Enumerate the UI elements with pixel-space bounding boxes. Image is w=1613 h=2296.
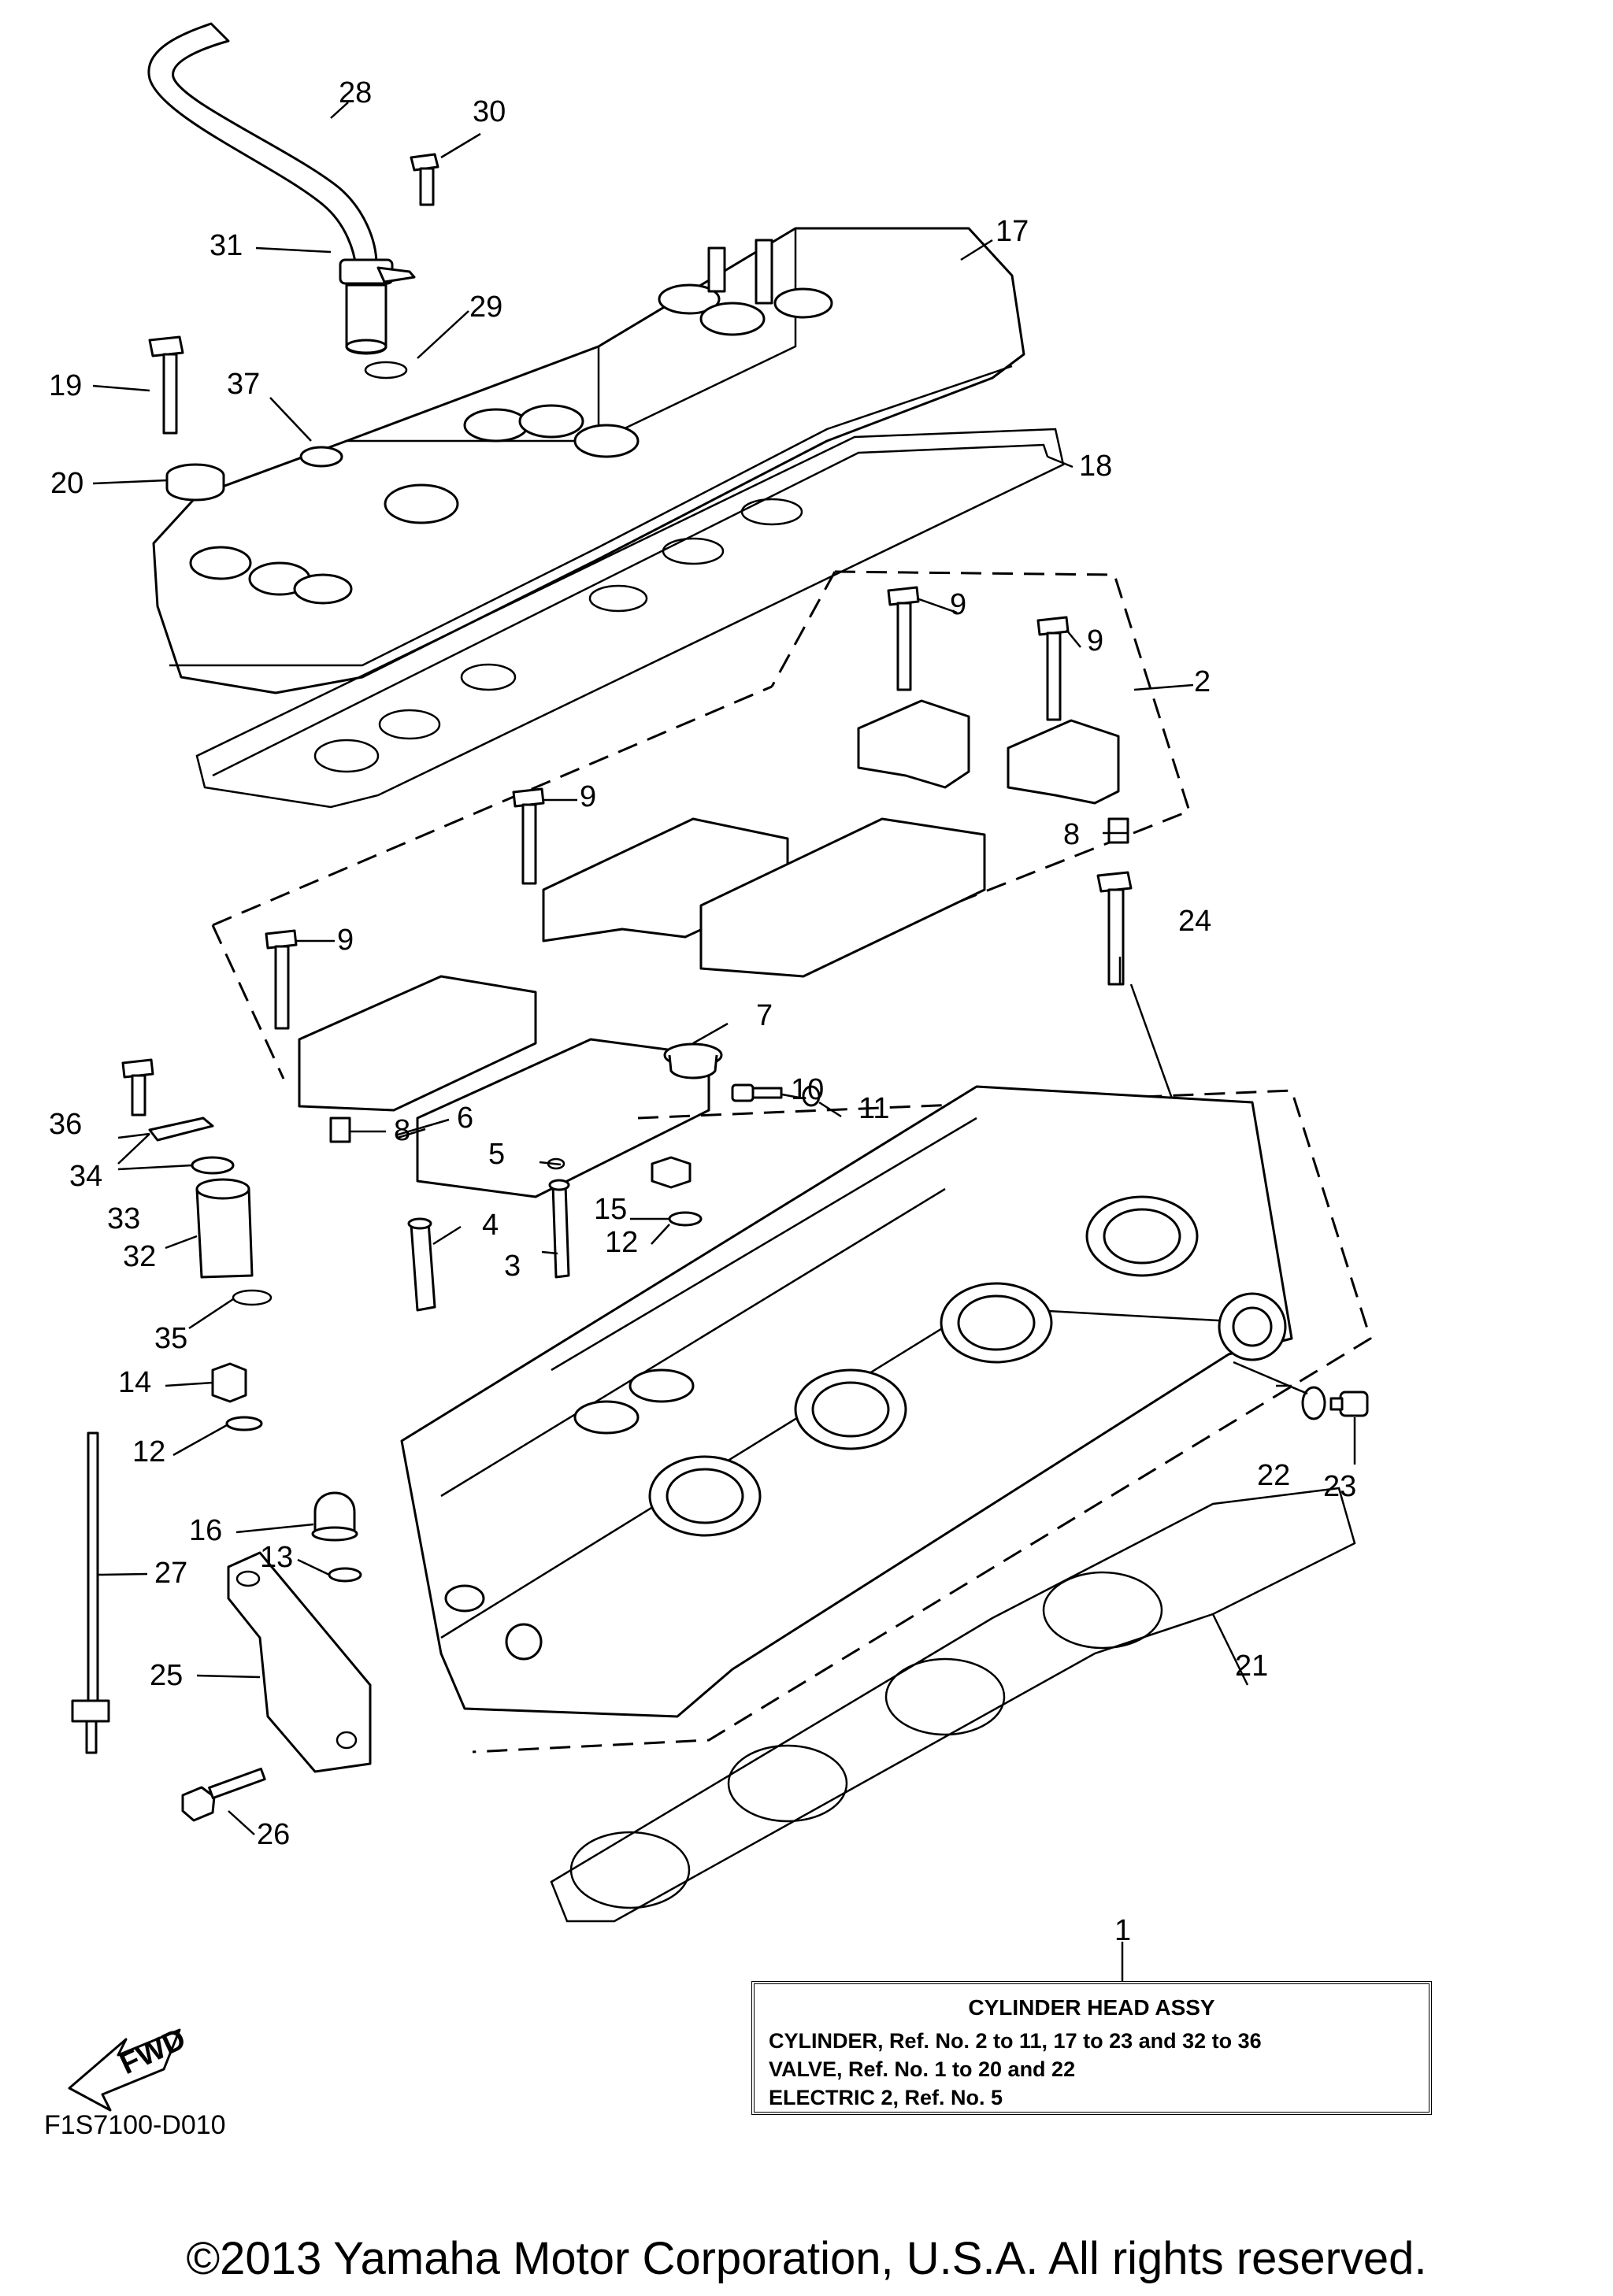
callout-3: 3 (504, 1250, 521, 1283)
callout-23: 23 (1323, 1470, 1356, 1503)
callout-22: 22 (1257, 1459, 1290, 1492)
camshaft-cap-group (211, 570, 1191, 1198)
callout-33: 33 (107, 1202, 140, 1235)
bracket-bolt (181, 1767, 266, 1822)
o-ring (364, 361, 408, 380)
side-bolt (121, 1058, 154, 1117)
callout-29: 29 (469, 291, 502, 324)
cable-tie (71, 1431, 110, 1754)
drain-washer (1301, 1386, 1326, 1420)
cap-nut (311, 1491, 358, 1542)
callout-20: 20 (50, 467, 83, 500)
callout-4: 4 (482, 1209, 499, 1242)
valve-guide (548, 1179, 570, 1279)
valve-guide-2 (407, 1217, 436, 1312)
callout-7: 7 (756, 999, 773, 1032)
copyright-notice: ©2013 Yamaha Motor Corporation, U.S.A. A… (186, 2233, 1427, 2284)
bracket-washer (328, 1567, 362, 1583)
cover-bolt (148, 335, 184, 435)
callout-27: 27 (154, 1557, 187, 1590)
head-cover (152, 227, 1025, 694)
reference-info-box: CYLINDER HEAD ASSY CYLINDER, Ref. No. 2 … (751, 1981, 1432, 2115)
info-line-electric: ELECTRIC 2, Ref. No. 5 (769, 2086, 1003, 2109)
hose-bolt (410, 153, 439, 206)
callout-17: 17 (996, 215, 1029, 248)
callout-labels: 1 2 3 4 5 6 7 8 8 9 9 9 9 10 11 12 12 13… (49, 76, 1356, 1947)
nut (651, 1156, 692, 1189)
hose-clamp (376, 266, 416, 283)
gasket-washer (802, 1085, 821, 1107)
callout-18: 18 (1079, 450, 1112, 483)
callout-25: 25 (150, 1659, 183, 1692)
callout-9-a: 9 (950, 588, 966, 621)
callout-1: 1 (1114, 1914, 1131, 1947)
callout-35: 35 (154, 1322, 187, 1355)
callout-9-c: 9 (580, 780, 596, 813)
washer (668, 1211, 703, 1227)
cylinder-head (400, 1085, 1372, 1753)
union-bolt (731, 1083, 783, 1102)
callout-26: 26 (257, 1818, 290, 1851)
callout-32: 32 (123, 1240, 156, 1273)
callout-16: 16 (189, 1514, 222, 1547)
callout-14: 14 (118, 1366, 151, 1399)
plug (299, 446, 343, 468)
sleeve-o-ring (232, 1289, 273, 1306)
callout-2: 2 (1194, 665, 1211, 698)
nut-washer (225, 1416, 263, 1431)
callout-13: 13 (260, 1541, 293, 1574)
info-line-valve: VALVE, Ref. No. 1 to 20 and 22 (769, 2057, 1076, 2081)
side-plate (148, 1117, 214, 1142)
callout-31: 31 (210, 229, 243, 262)
grommet (165, 463, 225, 502)
breather-hose (147, 22, 394, 355)
callout-8-lower: 8 (394, 1114, 410, 1147)
callout-8-upper: 8 (1063, 818, 1080, 851)
fwd-arrow-icon: FWD (68, 2023, 191, 2112)
callout-9-b: 9 (1087, 624, 1103, 657)
info-line-cylinder: CYLINDER, Ref. No. 2 to 11, 17 to 23 and… (769, 2029, 1262, 2053)
hex-nut (211, 1362, 247, 1403)
callout-34: 34 (69, 1160, 102, 1193)
info-box-title: CYLINDER HEAD ASSY (968, 1995, 1215, 2020)
cap-bolts (265, 586, 1070, 1030)
head-gasket (550, 1487, 1356, 1923)
callout-11: 11 (858, 1092, 889, 1125)
drain-plug (1329, 1391, 1369, 1417)
side-washer (191, 1156, 235, 1175)
drawing-code: F1S7100-D010 (44, 2110, 226, 2140)
bracket (227, 1551, 372, 1773)
callout-37: 37 (227, 368, 260, 401)
callout-21: 21 (1235, 1650, 1268, 1683)
callout-10: 10 (791, 1073, 824, 1106)
callout-15: 15 (594, 1193, 627, 1226)
callout-19: 19 (49, 369, 82, 402)
callout-28: 28 (339, 76, 372, 109)
plug-cap (663, 1042, 723, 1079)
cover-gasket (195, 428, 1065, 809)
callout-30: 30 (473, 95, 506, 128)
callout-6: 6 (457, 1102, 473, 1135)
callout-36: 36 (49, 1108, 82, 1141)
callout-5: 5 (488, 1138, 505, 1171)
callout-9-d: 9 (337, 924, 354, 957)
callout-12-a: 12 (605, 1226, 638, 1259)
callout-24: 24 (1178, 905, 1211, 938)
callout-12-b: 12 (132, 1435, 165, 1468)
sleeve (195, 1178, 254, 1279)
leader-lines (92, 102, 1356, 1981)
pin (395, 1118, 450, 1137)
